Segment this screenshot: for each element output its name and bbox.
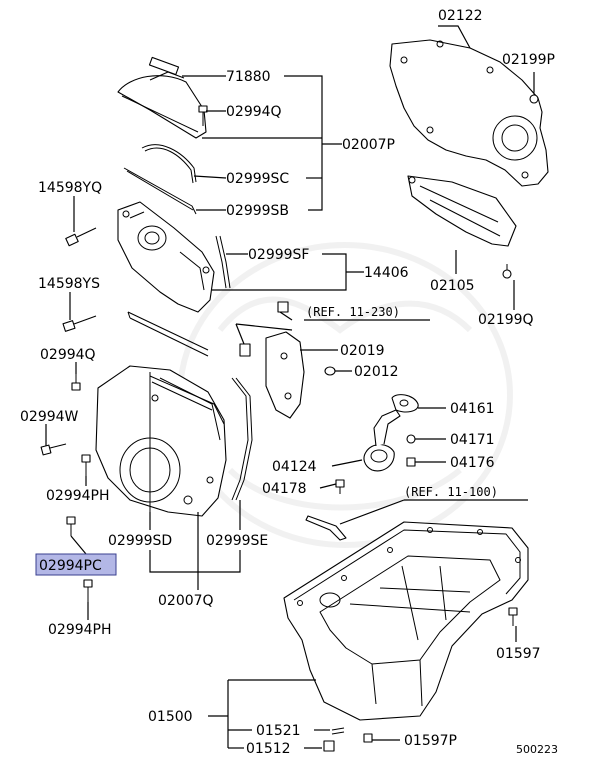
label-71880[interactable]: 71880 (226, 69, 271, 85)
part-04171[interactable] (406, 434, 416, 444)
label-02999SF[interactable]: 02999SF (248, 247, 309, 263)
part-14598YQ-bolt[interactable] (65, 227, 97, 247)
part-02012[interactable] (324, 366, 336, 376)
label-02994PC[interactable]: 02994PC (39, 558, 102, 574)
label-02994PH-upper[interactable]: 02994PH (46, 488, 110, 504)
part-02994PC-bolt[interactable] (66, 516, 76, 536)
part-02994Q-bolt-mid[interactable] (71, 374, 81, 391)
part-02999SE-seal[interactable] (231, 377, 253, 501)
part-04178-bolt[interactable] (335, 479, 345, 494)
highlight-box-02994PC (35, 553, 117, 576)
ref-11-230[interactable]: (REF. 11-230) (306, 305, 400, 319)
part-02999SF-seal[interactable] (215, 235, 231, 289)
label-04171[interactable]: 04171 (450, 432, 495, 448)
label-02999SC[interactable]: 02999SC (226, 171, 289, 187)
drawing-code: 500223 (516, 743, 558, 756)
label-02007Q[interactable]: 02007Q (158, 593, 214, 609)
part-04124-oil-pickup[interactable] (363, 409, 401, 472)
label-02994Q-mid[interactable]: 02994Q (40, 347, 96, 363)
leader-lines (45, 25, 535, 749)
label-02012[interactable]: 02012 (354, 364, 399, 380)
part-02994W-bolt[interactable] (40, 443, 67, 456)
label-14598YS[interactable]: 14598YS (38, 276, 100, 292)
part-02994PH-bolt-lower[interactable] (83, 579, 93, 602)
part-ref-11-100-item[interactable] (305, 515, 347, 541)
part-14406-inner-cover[interactable] (117, 201, 215, 313)
label-01512[interactable]: 01512 (246, 741, 291, 757)
label-01597[interactable]: 01597 (496, 646, 541, 662)
part-02105-dust-plate[interactable] (407, 175, 517, 247)
part-gasket-strip[interactable] (127, 311, 209, 357)
label-01521[interactable]: 01521 (256, 723, 301, 739)
label-02994Q-top[interactable]: 02994Q (226, 104, 282, 120)
label-02999SE[interactable]: 02999SE (206, 533, 268, 549)
part-02999SC-seal[interactable] (141, 144, 197, 184)
part-02122-rear-plate[interactable] (389, 39, 549, 187)
label-01597P[interactable]: 01597P (404, 733, 457, 749)
part-04161-gasket[interactable] (391, 394, 419, 413)
label-04176[interactable]: 04176 (450, 455, 495, 471)
part-02999SD-gasket[interactable] (149, 375, 225, 425)
label-14406[interactable]: 14406 (364, 265, 409, 281)
label-02999SB[interactable]: 02999SB (226, 203, 289, 219)
part-02994Q-bolt-top[interactable] (198, 105, 208, 126)
label-02199Q[interactable]: 02199Q (478, 312, 534, 328)
part-02999SB-seal[interactable] (123, 167, 197, 215)
label-14598YQ[interactable]: 14598YQ (38, 180, 102, 196)
part-01500-oil-pan[interactable] (283, 521, 529, 721)
part-lower-timing-cover[interactable] (95, 365, 227, 517)
label-02994PH-lower[interactable]: 02994PH (48, 622, 112, 638)
part-71880-upper-cover[interactable] (117, 56, 207, 139)
ref-11-100[interactable]: (REF. 11-100) (404, 485, 498, 499)
part-02994PH-bolt-upper[interactable] (81, 454, 91, 476)
label-02994W[interactable]: 02994W (20, 409, 79, 425)
label-02105[interactable]: 02105 (430, 278, 475, 294)
label-02999SD[interactable]: 02999SD (108, 533, 172, 549)
part-01521[interactable] (331, 727, 345, 735)
part-02199Q-bolt[interactable] (502, 264, 512, 279)
label-04161[interactable]: 04161 (450, 401, 495, 417)
label-04178[interactable]: 04178 (262, 481, 307, 497)
label-01500[interactable]: 01500 (148, 709, 193, 725)
label-04124[interactable]: 04124 (272, 459, 317, 475)
part-02019-bracket[interactable] (239, 301, 305, 419)
part-02199P-bolt[interactable] (529, 90, 539, 104)
label-02199P[interactable]: 02199P (502, 52, 555, 68)
part-labels: 02122 71880 02199P 02994Q 02007P 02999SC… (20, 8, 558, 757)
part-01597-bolt[interactable] (508, 607, 518, 626)
part-14598YS-bolt[interactable] (62, 315, 97, 332)
part-01597P-bolt[interactable] (363, 733, 373, 743)
label-02007P[interactable]: 02007P (342, 137, 395, 153)
part-04176[interactable] (406, 457, 416, 467)
part-01512-drain-plug[interactable] (323, 740, 335, 752)
label-02019[interactable]: 02019 (340, 343, 385, 359)
label-02122[interactable]: 02122 (438, 8, 483, 24)
